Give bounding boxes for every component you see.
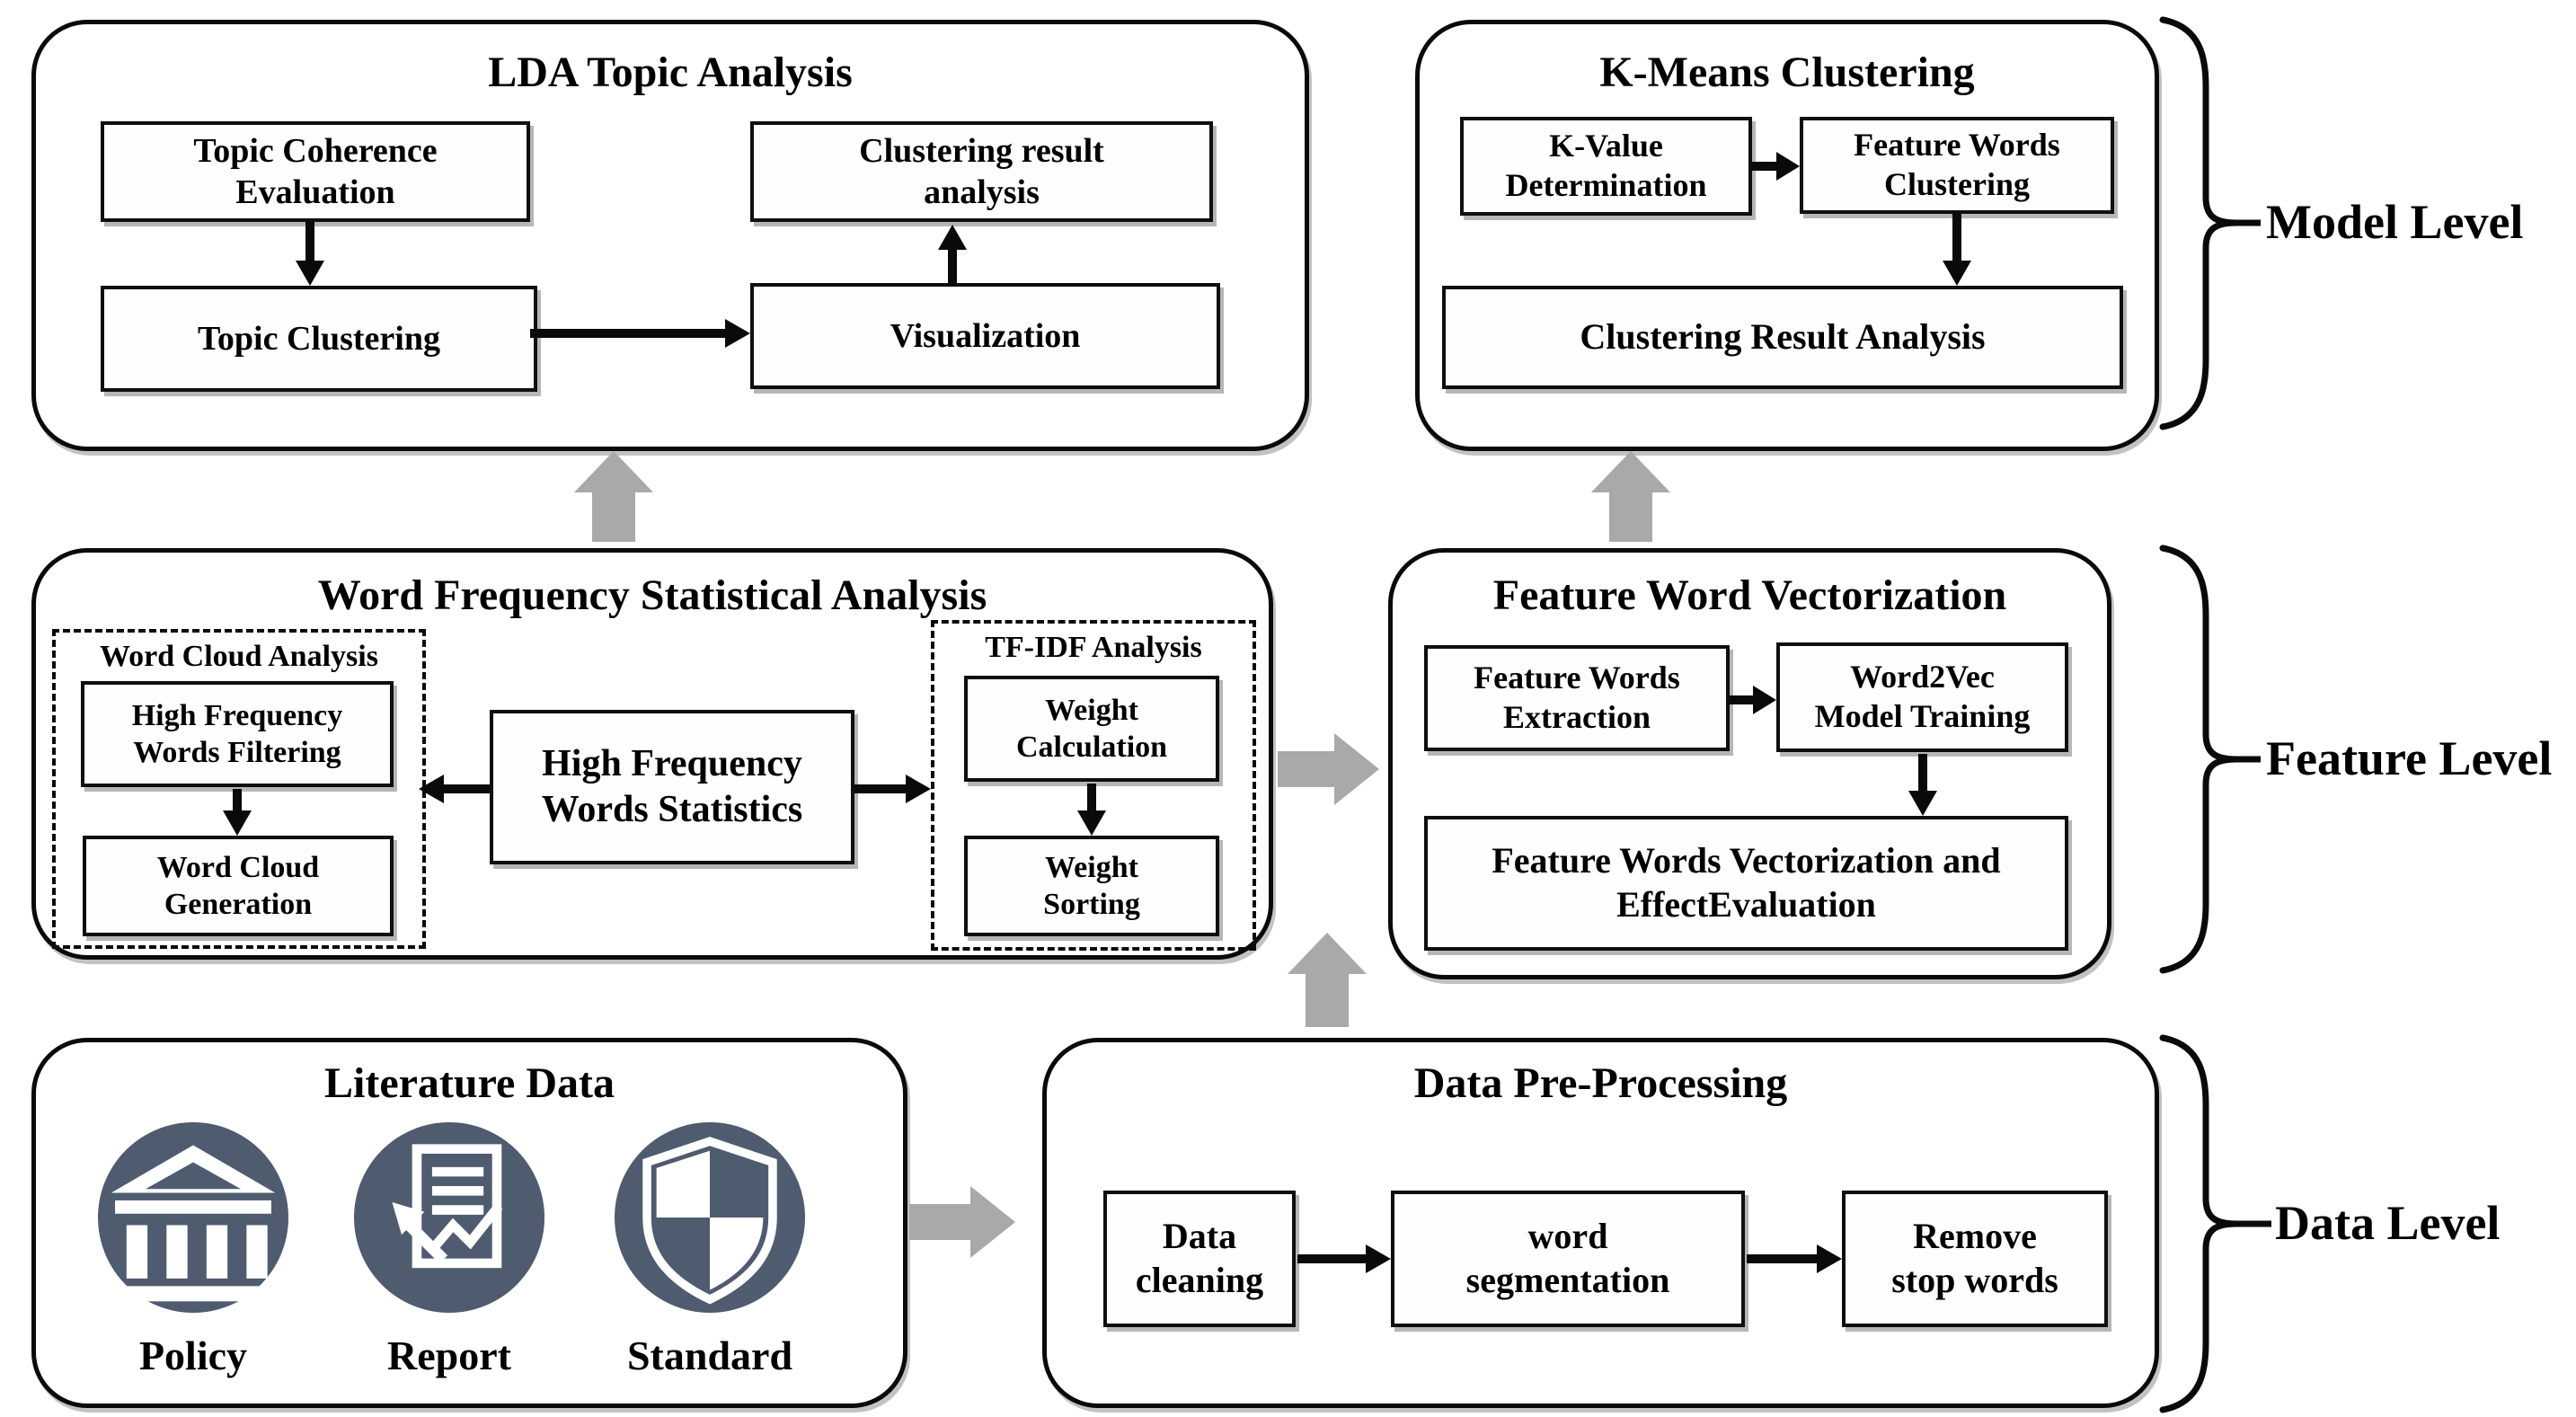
policy-circle <box>98 1122 288 1313</box>
arrow-fwv-to-kmeans <box>1591 451 1670 542</box>
visualization-box: Visualization <box>750 283 1220 389</box>
word-frequency-title: Word Frequency Statistical Analysis <box>317 571 987 619</box>
standard-circle <box>615 1122 805 1313</box>
word-segmentation-box: word segmentation <box>1391 1191 1745 1327</box>
feature-word-vectorization-title: Feature Word Vectorization <box>1492 571 2007 619</box>
literature-data-title: Literature Data <box>323 1059 615 1107</box>
feature-words-vectorization-effect-evaluation-box: Feature Words Vectorization and EffectEv… <box>1424 816 2068 951</box>
weight-sorting-box: Weight Sorting <box>964 836 1219 936</box>
topic-coherence-evaluation-box: Topic Coherence Evaluation <box>101 121 530 222</box>
model-level-label: Model Level <box>2266 195 2524 249</box>
arrow-wf-to-fwv <box>1278 733 1379 805</box>
data-pre-processing-title: Data Pre-Processing <box>1413 1059 1788 1107</box>
model-level-brace <box>2159 16 2237 430</box>
feature-words-extraction-box: Feature Words Extraction <box>1424 645 1730 751</box>
k-value-determination-box: K-Value Determination <box>1460 117 1752 216</box>
word-cloud-generation-box: Word Cloud Generation <box>83 836 394 936</box>
kmeans-title: K-Means Clustering <box>1599 49 1975 96</box>
data-level-brace <box>2159 1034 2237 1413</box>
feature-level-label: Feature Level <box>2266 731 2553 785</box>
shield-icon <box>642 1137 777 1305</box>
policy-label: Policy <box>138 1333 248 1378</box>
tf-idf-analysis-dashed-box: TF-IDF Analysis <box>931 620 1256 951</box>
remove-stop-words-box: Remove stop words <box>1842 1191 2108 1327</box>
clustering-result-analysis-box: Clustering result analysis <box>750 121 1213 222</box>
high-frequency-words-statistics-box: High Frequency Words Statistics <box>490 710 854 864</box>
arrow-wf-to-lda <box>574 451 653 542</box>
weight-calculation-box: Weight Calculation <box>964 676 1219 782</box>
tf-idf-analysis-label: TF-IDF Analysis <box>985 631 1202 664</box>
feature-words-clustering-box: Feature Words Clustering <box>1800 117 2114 214</box>
standard-label: Standard <box>626 1333 793 1378</box>
kmeans-clustering-result-analysis-box: Clustering Result Analysis <box>1442 286 2123 389</box>
arrow-lit-to-dpp <box>909 1186 1015 1258</box>
feature-level-brace <box>2159 545 2237 974</box>
lda-title: LDA Topic Analysis <box>488 49 853 96</box>
report-icon <box>392 1144 503 1269</box>
bank-icon <box>111 1145 276 1302</box>
arrow-dpp-to-feature-level <box>1288 933 1367 1027</box>
data-cleaning-box: Data cleaning <box>1103 1191 1296 1327</box>
report-label: Report <box>387 1333 511 1378</box>
word2vec-model-training-box: Word2Vec Model Training <box>1776 642 2068 752</box>
word-cloud-analysis-label: Word Cloud Analysis <box>100 640 378 673</box>
high-frequency-words-filtering-box: High Frequency Words Filtering <box>81 681 394 787</box>
data-level-label: Data Level <box>2275 1196 2501 1250</box>
report-circle <box>354 1122 544 1313</box>
topic-clustering-box: Topic Clustering <box>101 286 537 392</box>
word-cloud-analysis-dashed-box: Word Cloud Analysis <box>52 629 426 949</box>
